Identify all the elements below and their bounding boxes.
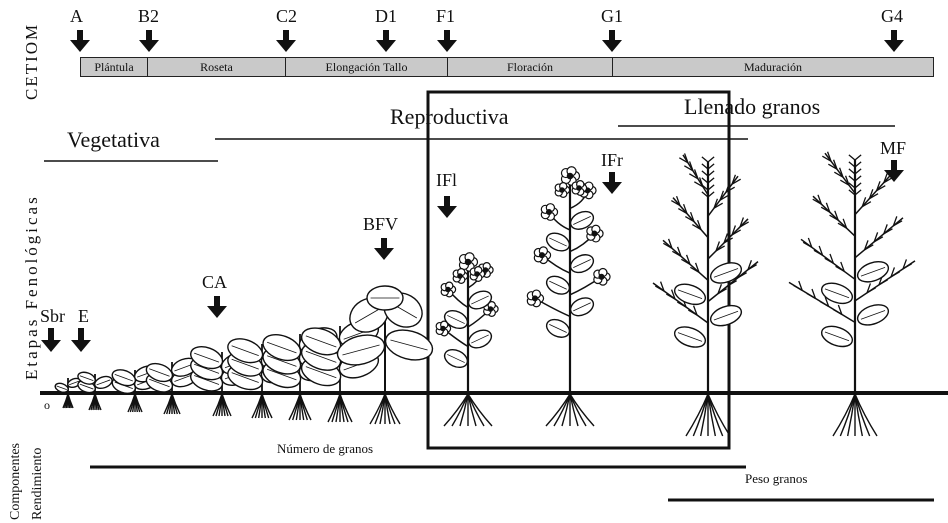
down-arrow-icon (207, 296, 227, 318)
down-arrow-icon (602, 172, 622, 194)
down-arrow-icon (41, 328, 61, 352)
plant-icon (334, 286, 436, 424)
down-arrow-icon (71, 328, 91, 352)
down-arrow-icon (374, 238, 394, 260)
down-arrow-icon (437, 196, 457, 218)
plant-icon (76, 370, 113, 410)
plant-icon (436, 253, 498, 426)
plant-icon (527, 167, 610, 426)
